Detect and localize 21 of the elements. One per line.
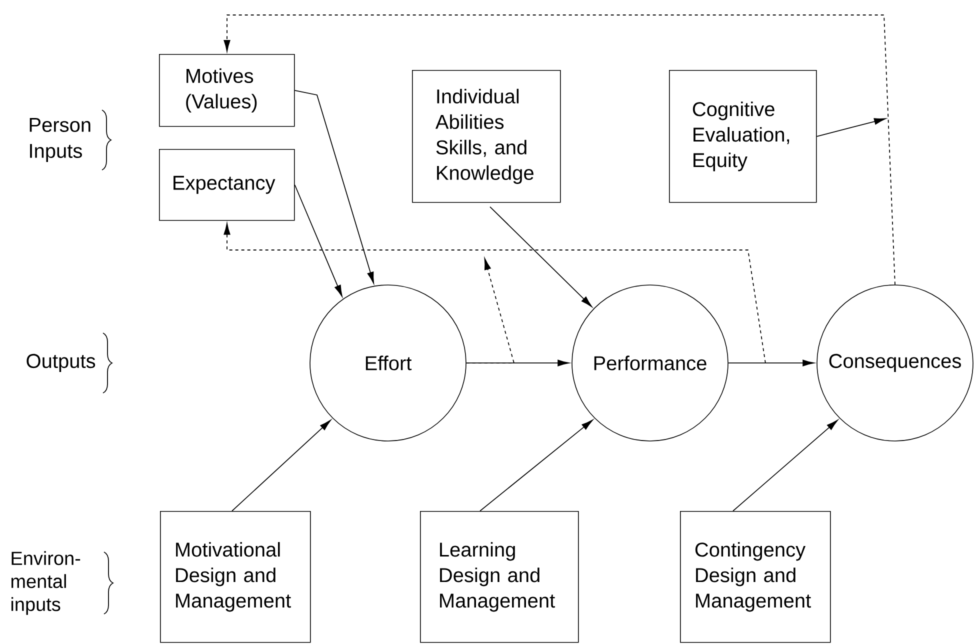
- arrow: [728, 360, 814, 366]
- concept-box: Individual Abilities Skills, and Knowledge: [412, 70, 561, 203]
- dashed-arrow: [466, 258, 515, 364]
- arrow: [232, 420, 331, 512]
- dashed-arrow: [224, 223, 766, 364]
- concept-box: Expectancy: [159, 148, 295, 221]
- arrow: [294, 90, 374, 284]
- concept-box: Learning Design and Management: [420, 510, 579, 643]
- concept-box: Contingency Design and Management: [680, 510, 831, 643]
- row-label: Outputs: [26, 354, 96, 372]
- dashed-arrow: [224, 14, 896, 286]
- arrow: [294, 184, 342, 297]
- arrow: [480, 420, 593, 512]
- row-label: Person Inputs: [30, 118, 90, 162]
- concept-box: Motivational Design and Management: [160, 510, 311, 643]
- concept-box: Motives (Values): [159, 54, 295, 127]
- concept-box: Cognitive Evaluation, Equity: [669, 70, 817, 203]
- arrow: [490, 206, 592, 308]
- arrow: [816, 118, 886, 137]
- arrow: [732, 420, 838, 512]
- row-label: Environ- mental inputs: [11, 551, 80, 615]
